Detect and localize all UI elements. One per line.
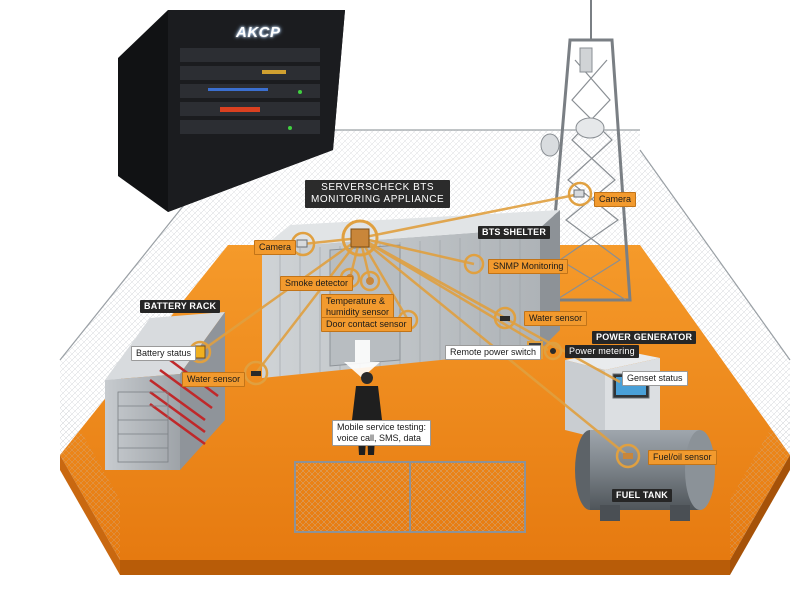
power-generator-unit (565, 350, 660, 440)
power-metering-label: Power metering (565, 345, 639, 358)
temperature-sensor-icon[interactable] (359, 270, 381, 292)
water-sensor-rack-label: Water sensor (182, 372, 246, 387)
water-sensor-shelter-label: Water sensor (524, 311, 588, 326)
water-sensor-icon[interactable] (493, 306, 517, 330)
power-meter-icon[interactable] (543, 341, 563, 361)
camera-icon[interactable] (567, 181, 593, 207)
door-contact-label: Door contact sensor (321, 317, 412, 332)
mobile-testing-line2: voice call, SMS, data (337, 433, 422, 443)
fuel-oil-sensor-label: Fuel/oil sensor (648, 450, 717, 465)
appliance-title-line1: SERVERSCHECK BTS (321, 182, 435, 193)
snmp-icon[interactable] (463, 253, 485, 275)
akcp-logo: AKCP (236, 24, 281, 41)
fence-front (60, 395, 790, 560)
appliance-title-line2: MONITORING APPLIANCE (311, 194, 445, 205)
appliance-icon (341, 219, 379, 257)
fuel-tank-label: FUEL TANK (612, 489, 672, 502)
fuel-tank-body (575, 430, 715, 521)
fuel-sensor-icon[interactable] (615, 443, 641, 469)
snmp-monitoring-label: SNMP Monitoring (488, 259, 569, 274)
akcp-appliance-rack (118, 10, 345, 212)
camera-left-label: Camera (254, 240, 297, 255)
mobile-testing-line1: Mobile service testing: (337, 422, 427, 432)
mobile-testing-label: Mobile service testing: voice call, SMS,… (332, 420, 432, 446)
appliance-title: SERVERSCHECK BTS MONITORING APPLIANCE (305, 180, 451, 208)
smoke-detector-label: Smoke detector (280, 276, 354, 291)
remote-power-switch-label: Remote power switch (445, 345, 542, 360)
camera-tower-label: Camera (594, 192, 637, 207)
entry-arrow (344, 340, 380, 378)
bts-shelter-label: BTS SHELTER (478, 226, 551, 239)
genset-status-label: Genset status (622, 371, 688, 386)
temp-humidity-label: Temperature & humidity sensor (321, 294, 395, 320)
temp-humidity-line1: Temperature & (326, 296, 386, 306)
power-generator-label: POWER GENERATOR (592, 331, 697, 344)
temp-humidity-line2: humidity sensor (326, 307, 390, 317)
battery-rack-label: BATTERY RACK (140, 300, 221, 313)
battery-status-label: Battery status (131, 346, 197, 361)
